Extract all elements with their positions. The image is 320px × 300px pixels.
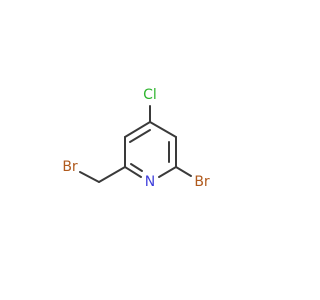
bromine-ring-label: Br: [194, 174, 210, 190]
ring-bonds: [124, 121, 177, 178]
bond-n-c2-inner: [130, 163, 143, 172]
substituent-bonds: [79, 105, 192, 183]
bromine-methyl-label: Br: [62, 159, 78, 175]
molecule-structure: Cl N Br Br: [62, 87, 210, 190]
bond-n-c2: [124, 166, 142, 178]
bond-c2-ch2: [98, 166, 126, 183]
atom-labels: Cl N Br Br: [62, 87, 210, 190]
chlorine-label: Cl: [143, 87, 157, 103]
nitrogen-label: N: [145, 174, 155, 190]
bond-ch2-br: [79, 171, 100, 183]
bond-c6-br: [175, 166, 192, 177]
bond-c4-c3: [124, 121, 151, 138]
bond-c4-c3-inner: [129, 129, 151, 143]
bond-c6-n: [158, 166, 177, 178]
bond-c4-c5: [149, 121, 177, 138]
